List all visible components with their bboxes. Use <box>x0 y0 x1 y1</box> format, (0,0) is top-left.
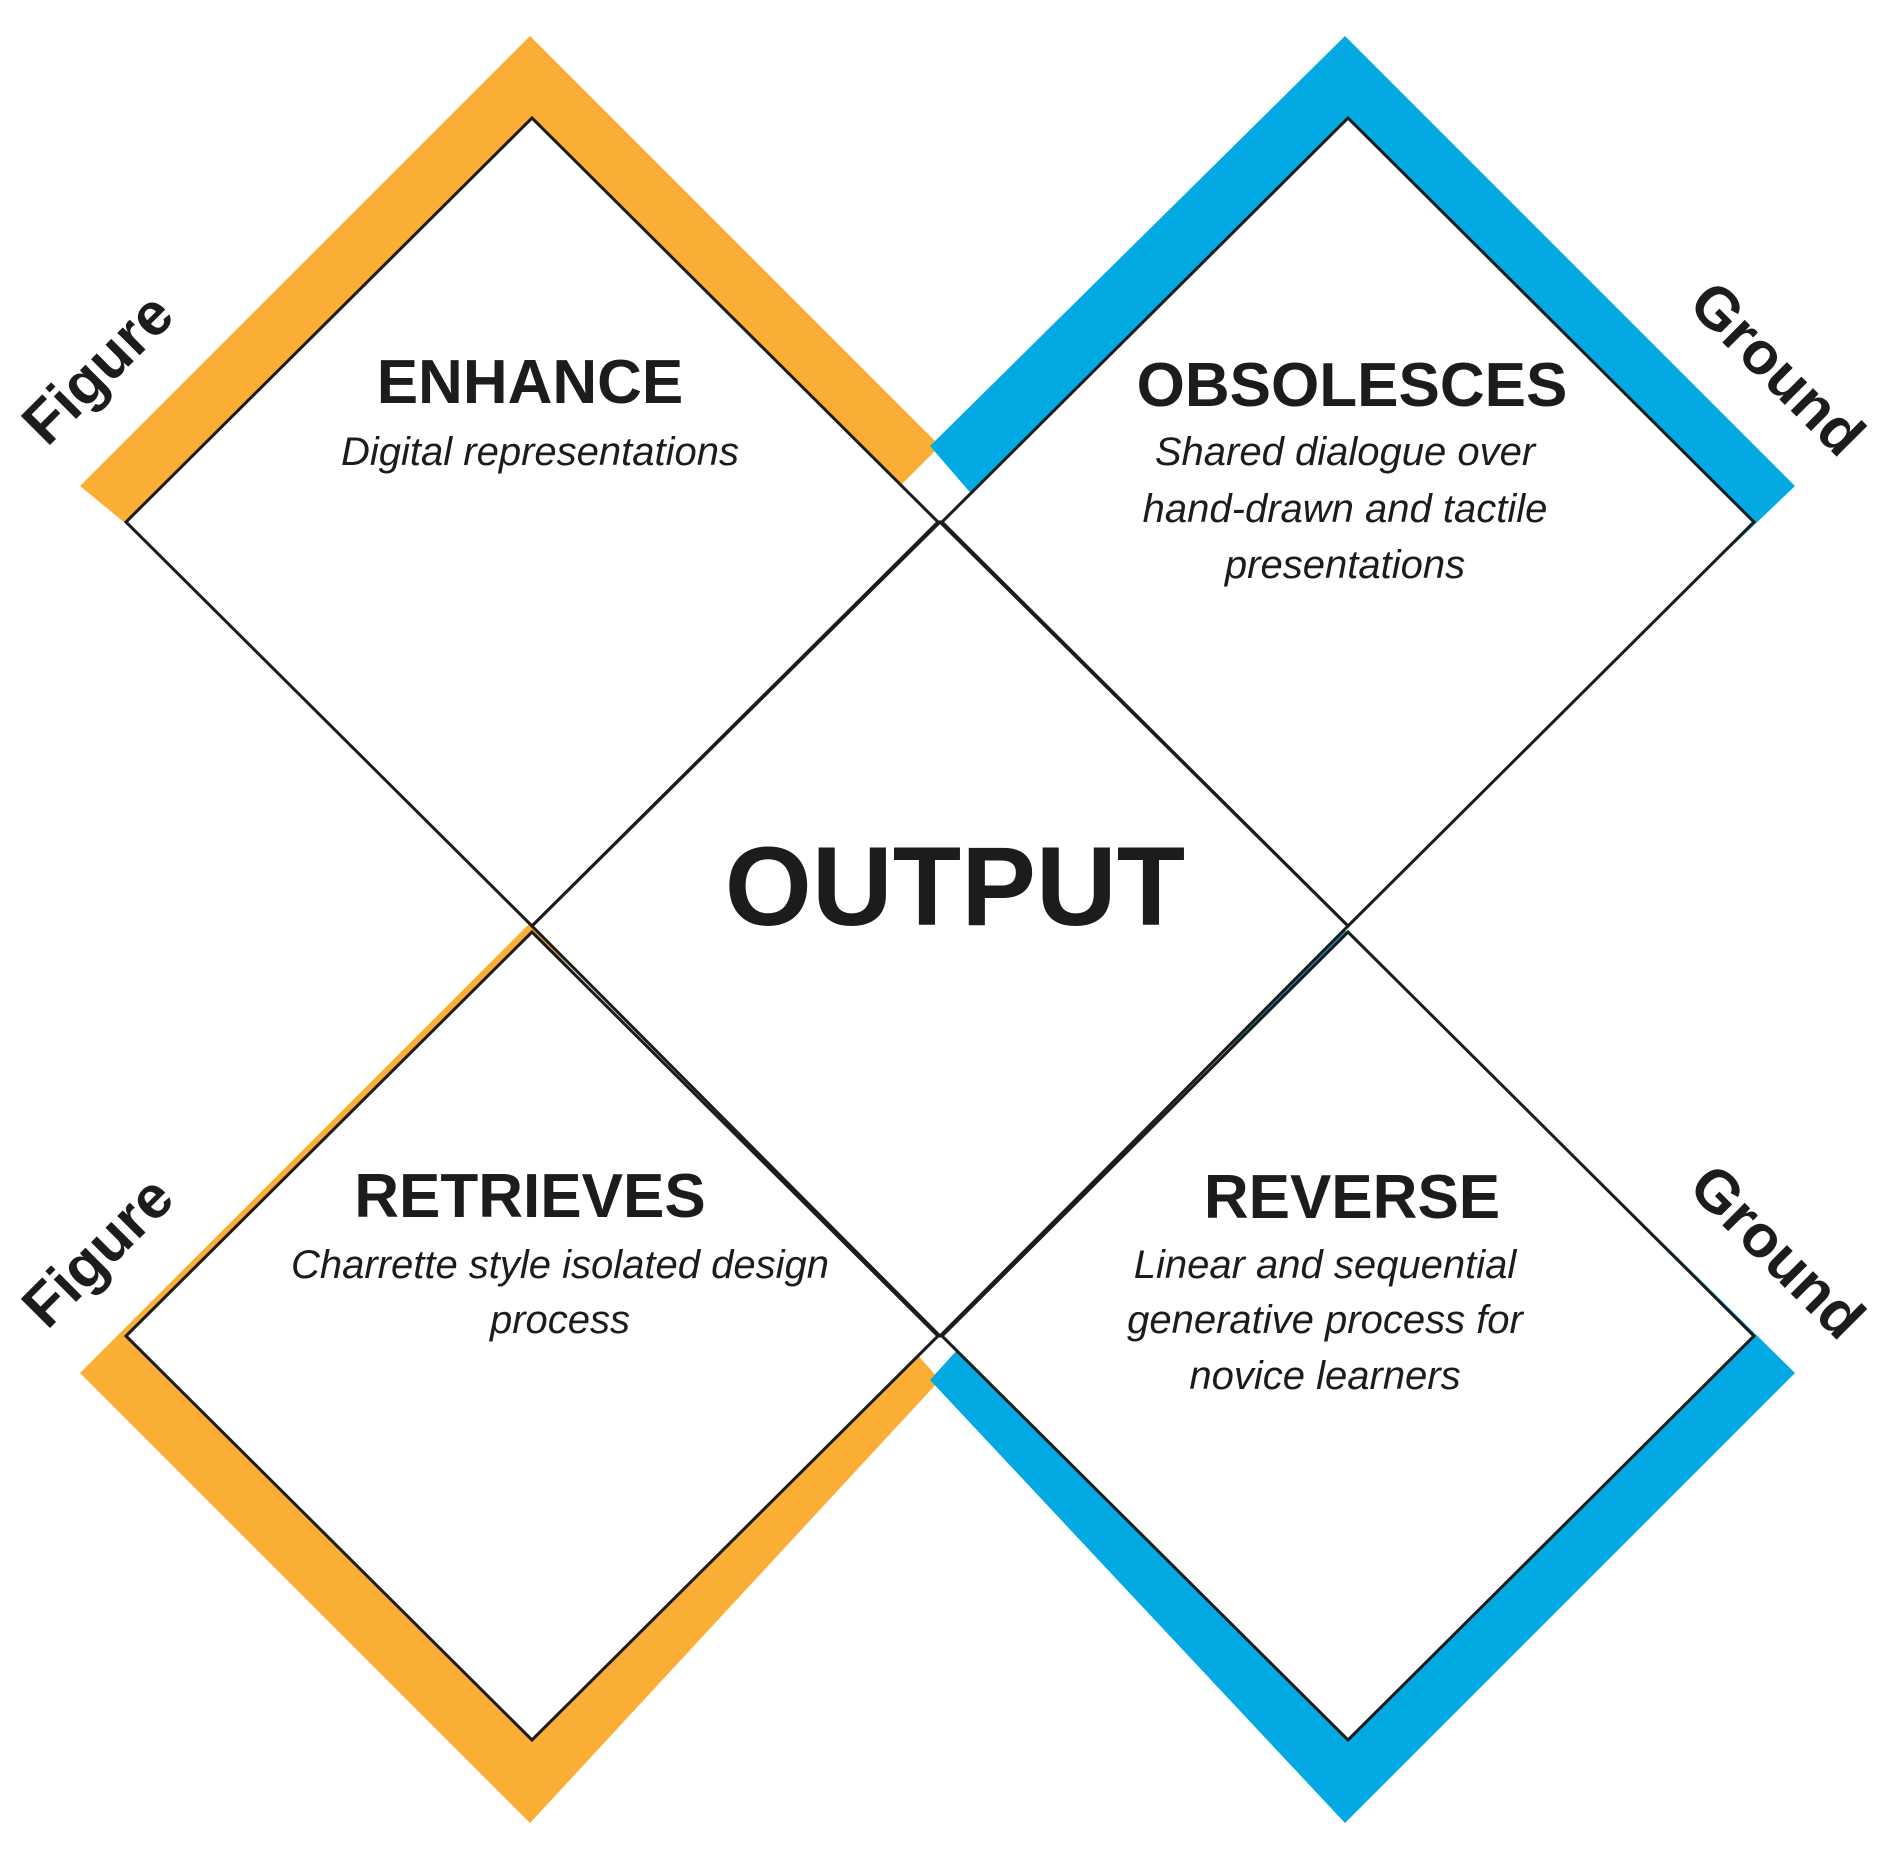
retrieves-description-line: process <box>489 1298 630 1342</box>
reverse-description-line: Linear and sequential <box>1134 1243 1518 1287</box>
reverse-title: REVERSE <box>1204 1163 1500 1232</box>
reverse-quadrant: REVERSE Linear and sequential generative… <box>1127 1163 1524 1398</box>
obsolesces-description-line: hand-drawn and tactile <box>1143 487 1548 531</box>
enhance-title: ENHANCE <box>377 348 684 417</box>
reverse-diamond <box>939 929 1757 1743</box>
retrieves-title: RETRIEVES <box>354 1162 705 1231</box>
retrieves-diamond <box>123 929 941 1743</box>
reverse-description-line: generative process for <box>1127 1298 1524 1342</box>
obsolesces-description-line: presentations <box>1224 543 1465 587</box>
diamonds <box>123 115 1757 1743</box>
obsolesces-quadrant: OBSOLESCES Shared dialogue over hand-dra… <box>1137 351 1568 587</box>
enhance-description-line: Digital representations <box>341 430 739 474</box>
obsolesces-title: OBSOLESCES <box>1137 351 1568 420</box>
reverse-description-line: novice learners <box>1189 1354 1460 1398</box>
retrieves-description-line: Charrette style isolated design <box>291 1243 829 1287</box>
center-label: OUTPUT <box>725 824 1185 949</box>
enhance-quadrant: ENHANCE Digital representations <box>341 348 739 474</box>
output-diamond <box>529 519 1351 1339</box>
retrieves-quadrant: RETRIEVES Charrette style isolated desig… <box>291 1162 829 1342</box>
obsolesces-description-line: Shared dialogue over <box>1155 430 1537 474</box>
